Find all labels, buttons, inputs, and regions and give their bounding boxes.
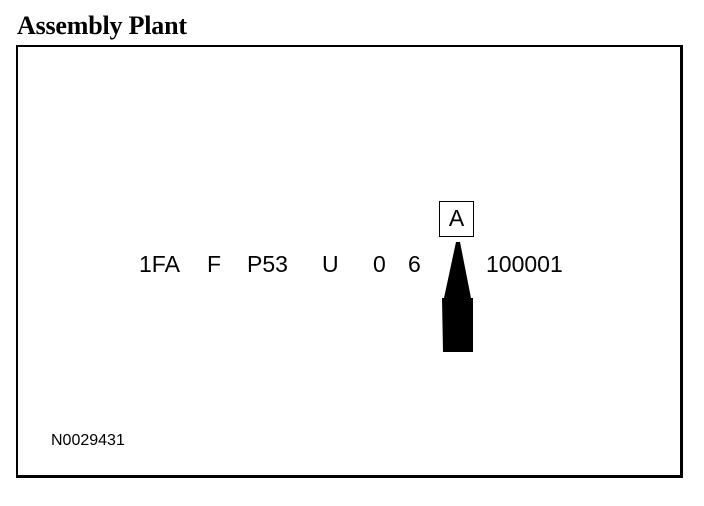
diagram-frame: 1FA F P53 U 0 6 A 100001 N0029431 [16, 45, 683, 478]
vin-segment-engine: U [322, 251, 339, 277]
vin-segment-assembly-plant: A [448, 205, 465, 231]
figure-id: N0029431 [51, 432, 125, 449]
vin-segment-serial-number: 100001 [486, 251, 563, 277]
diagram-title: Assembly Plant [17, 11, 187, 40]
assembly-plant-highlight-box: A [439, 201, 474, 237]
vin-segment-line-series-body: P53 [247, 251, 288, 277]
vin-segment-check-digit: 0 [373, 251, 386, 277]
vin-segment-wmi: 1FA [139, 251, 180, 277]
up-arrow-icon [442, 242, 473, 352]
vin-segment-model-year: 6 [408, 251, 421, 277]
vin-segment-restraint: F [207, 251, 222, 277]
